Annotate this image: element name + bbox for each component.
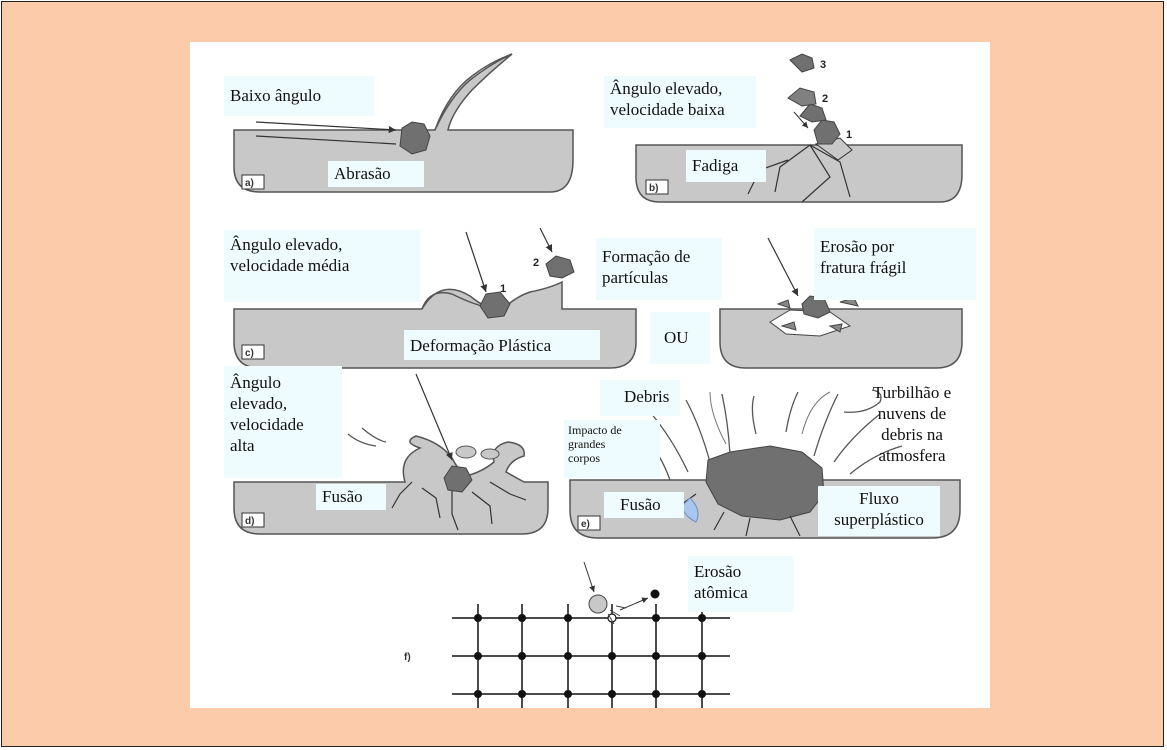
label-line: nuvens de bbox=[856, 403, 968, 424]
label-abrasion: Abrasão bbox=[328, 161, 424, 187]
label-or: OU bbox=[650, 312, 710, 364]
label-line: Erosão por bbox=[820, 236, 970, 257]
label-plastic-deformation: Deformação Plástica bbox=[404, 330, 600, 360]
label-text: Fusão bbox=[620, 495, 661, 514]
label-line: velocidade média bbox=[230, 255, 414, 276]
label-line: atômica bbox=[694, 582, 788, 603]
label-atomic-erosion: Erosão atômica bbox=[688, 556, 794, 612]
panel-c-tag: c) bbox=[245, 348, 254, 359]
label-line: velocidade bbox=[230, 414, 336, 435]
label-brittle-fracture: Erosão por fratura frágil bbox=[814, 228, 976, 300]
label-high-angle-medium-speed: Ângulo elevado, velocidade média bbox=[224, 230, 420, 302]
label-melting-e: Fusão bbox=[604, 492, 684, 518]
label-line: Ângulo elevado, bbox=[230, 234, 414, 255]
particle-number-1: 1 bbox=[500, 283, 506, 295]
label-line: Ângulo elevado, bbox=[610, 78, 750, 99]
label-line: alta bbox=[230, 435, 336, 456]
label-line: superplástico bbox=[824, 509, 934, 530]
label-large-body-impact: Impacto de grandes corpos bbox=[564, 420, 660, 478]
label-line: partículas bbox=[602, 267, 716, 288]
label-text: Debris bbox=[624, 387, 669, 406]
label-line: corpos bbox=[568, 451, 656, 465]
particle-number-2: 2 bbox=[822, 93, 828, 105]
particle-number-3: 3 bbox=[820, 59, 826, 71]
label-high-angle-low-speed: Ângulo elevado, velocidade baixa bbox=[604, 76, 756, 128]
panel-d-tag: d) bbox=[245, 516, 254, 527]
label-text: Deformação Plástica bbox=[410, 336, 551, 355]
label-line: fratura frágil bbox=[820, 257, 970, 278]
label-low-angle: Baixo ângulo bbox=[224, 76, 374, 116]
label-text: Fadiga bbox=[692, 156, 738, 175]
erosion-mechanisms-figure: a) 1 2 3 b) bbox=[190, 42, 990, 708]
label-debris: Debris bbox=[600, 380, 680, 416]
label-text: Fusão bbox=[322, 487, 363, 506]
particle-number-2: 2 bbox=[533, 257, 539, 269]
label-particle-formation: Formação de partículas bbox=[596, 238, 722, 300]
label-line: atmosfera bbox=[856, 445, 968, 466]
label-line: Erosão bbox=[694, 561, 788, 582]
label-line: Turbilhão e bbox=[856, 382, 968, 403]
label-line: Impacto de bbox=[568, 423, 656, 437]
label-melting-d: Fusão bbox=[316, 484, 386, 510]
label-line: debris na bbox=[856, 424, 968, 445]
label-text: Abrasão bbox=[334, 164, 391, 183]
label-line: Fluxo bbox=[824, 488, 934, 509]
label-text: Baixo ângulo bbox=[230, 86, 321, 105]
panel-f-tag: f) bbox=[404, 652, 411, 663]
label-high-angle-high-speed: Ângulo elevado, velocidade alta bbox=[224, 366, 342, 478]
label-line: Ângulo bbox=[230, 372, 336, 393]
particle-number-1: 1 bbox=[846, 129, 852, 141]
label-line: Formação de bbox=[602, 246, 716, 267]
panel-a-tag: a) bbox=[245, 178, 254, 189]
label-fatigue: Fadiga bbox=[686, 150, 766, 182]
label-line: velocidade baixa bbox=[610, 99, 750, 120]
panel-b-tag: b) bbox=[649, 183, 658, 194]
label-line: elevado, bbox=[230, 393, 336, 414]
label-text: OU bbox=[664, 328, 689, 347]
panel-f-drawing: f) bbox=[404, 562, 730, 708]
label-turbulence: Turbilhão e nuvens de debris na atmosfer… bbox=[850, 380, 974, 476]
label-superplastic-flow: Fluxo superplástico bbox=[818, 486, 940, 536]
panel-e-tag: e) bbox=[581, 519, 590, 530]
label-line: grandes bbox=[568, 437, 656, 451]
